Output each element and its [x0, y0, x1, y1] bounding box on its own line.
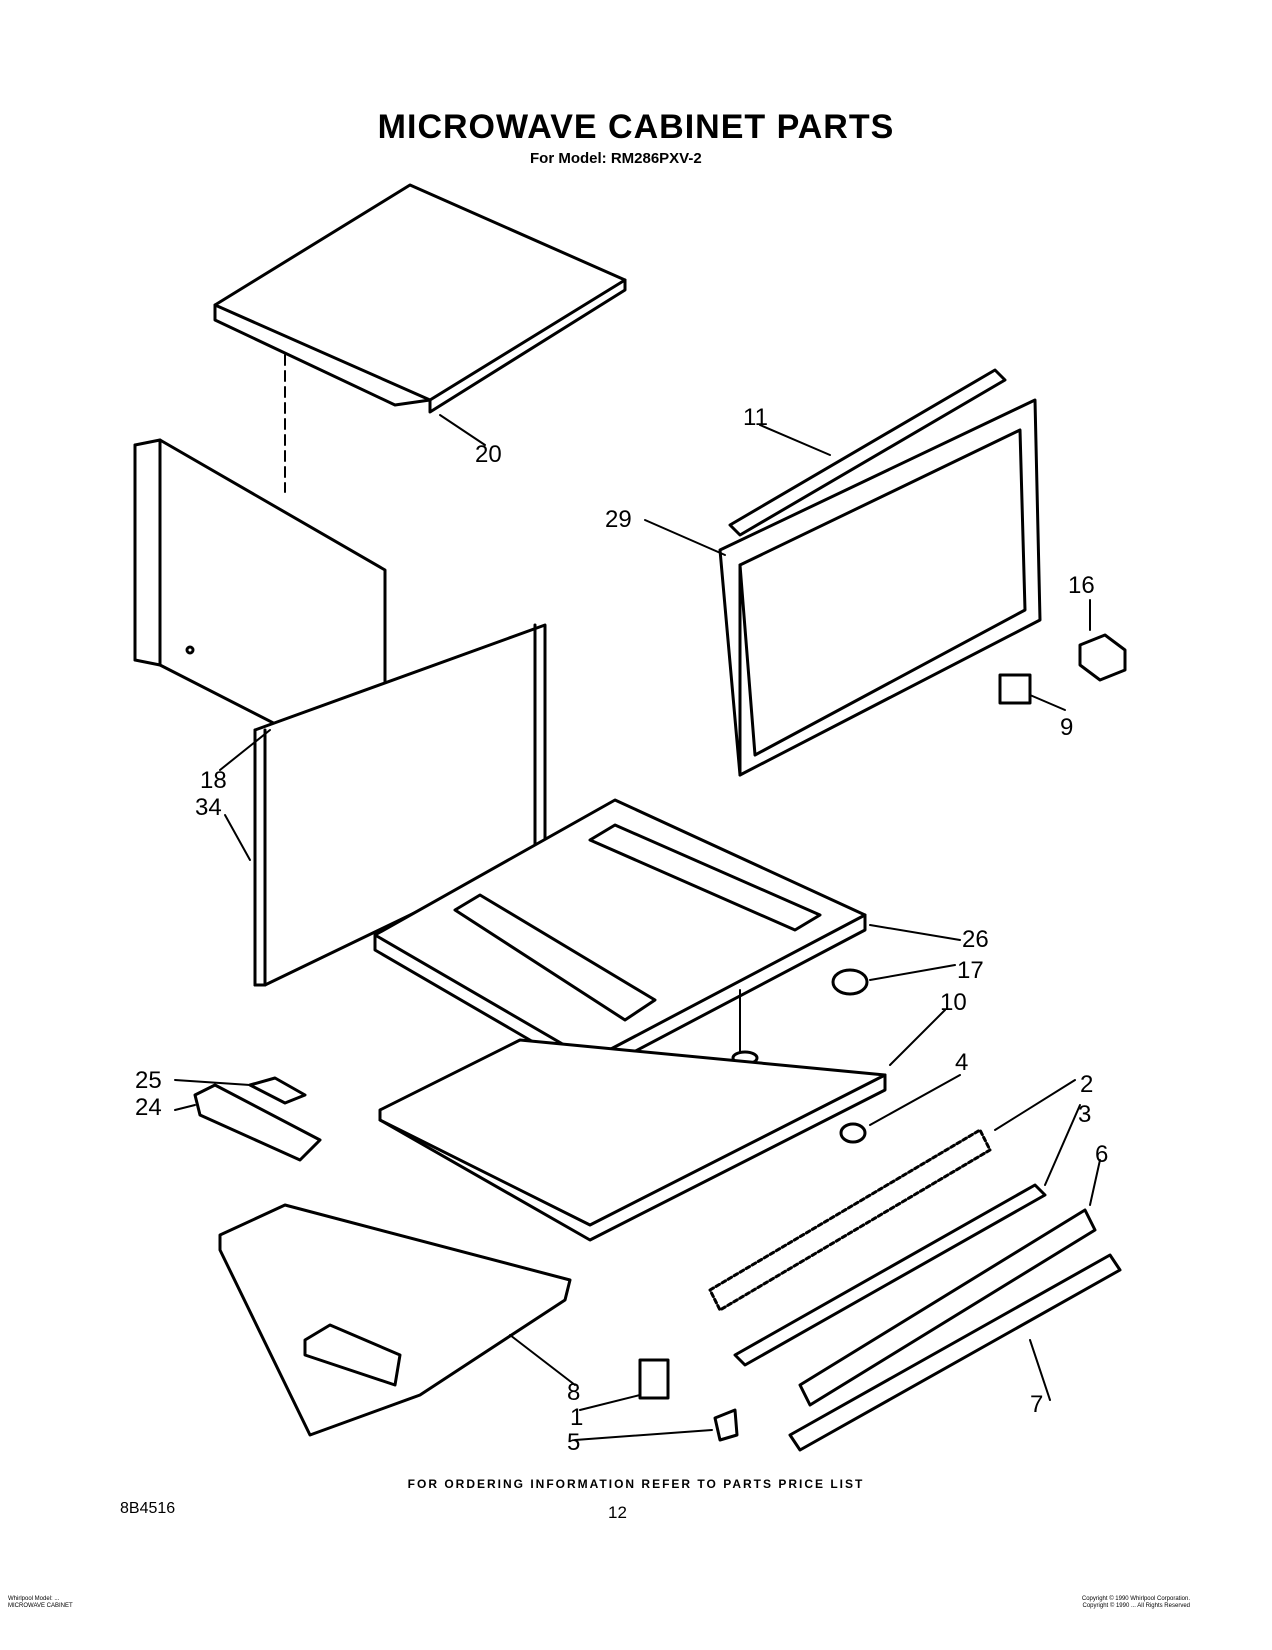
page-number: 12	[608, 1503, 627, 1522]
fine-print-left: Whirlpool Model: ... MICROWAVE CABINET	[8, 1596, 73, 1610]
callout-9: 9	[1060, 714, 1073, 741]
fine-print-right: Copyright © 1990 Whirlpool Corporation. …	[990, 1596, 1190, 1610]
part-6-trim	[798, 1208, 1097, 1407]
part-11-vent-strip	[728, 368, 1007, 537]
callout-17: 17	[957, 957, 984, 984]
part-2-grille	[708, 1128, 992, 1312]
part-10-base-rail	[378, 1038, 887, 1242]
part-24-duct	[193, 1083, 322, 1162]
callout-26: 26	[962, 926, 989, 953]
part-17-foot	[831, 968, 869, 996]
callout-34: 34	[195, 794, 222, 821]
part-1-switch	[638, 1358, 670, 1400]
part-29-front-frame	[718, 398, 1042, 777]
callout-29: 29	[605, 506, 632, 533]
callout-3: 3	[1078, 1101, 1091, 1128]
ordering-note: FOR ORDERING INFORMATION REFER TO PARTS …	[407, 1477, 865, 1491]
fine-print-right-line-1: Copyright © 1990 Whirlpool Corporation.	[1081, 1596, 1190, 1602]
callout-11: 11	[743, 404, 768, 431]
part-4-grommet	[839, 1122, 867, 1144]
callout-16: 16	[1068, 572, 1095, 599]
callout-4: 4	[955, 1049, 968, 1076]
part-25-clip	[248, 1076, 307, 1105]
callout-7: 7	[1030, 1391, 1043, 1418]
page-title: MICROWAVE CABINET PARTS	[377, 108, 895, 146]
part-26-shelf	[373, 798, 867, 1077]
callout-24: 24	[135, 1094, 162, 1121]
callout-20: 20	[475, 441, 502, 468]
part-20-top-panel	[213, 183, 627, 493]
part-34-back-panel	[253, 623, 547, 987]
callout-1: 1	[570, 1404, 583, 1431]
part-3-trim	[733, 1183, 1047, 1367]
callout-25: 25	[135, 1067, 162, 1094]
part-5-cap	[713, 1408, 739, 1442]
callout-18: 18	[200, 767, 227, 794]
leader-lines	[174, 414, 1101, 1441]
document-number: 8B4516	[120, 1500, 176, 1517]
part-7-strip	[788, 1253, 1122, 1452]
part-9-latch	[998, 673, 1032, 705]
callout-6: 6	[1095, 1141, 1108, 1168]
callout-8: 8	[567, 1379, 580, 1406]
callout-10: 10	[940, 989, 967, 1016]
callout-5: 5	[567, 1429, 580, 1456]
model-subtitle: For Model: RM286PXV-2	[530, 150, 702, 167]
callout-2: 2	[1080, 1071, 1093, 1098]
part-8-bottom-panel	[218, 1203, 572, 1437]
fine-print-right-line-2: Copyright © 1990 ... All Rights Reserved	[1082, 1603, 1190, 1609]
part-16-bracket	[1078, 633, 1127, 682]
fine-print-left-line-1: Whirlpool Model: ...	[8, 1596, 60, 1602]
fine-print-left-line-2: MICROWAVE CABINET	[8, 1603, 73, 1609]
